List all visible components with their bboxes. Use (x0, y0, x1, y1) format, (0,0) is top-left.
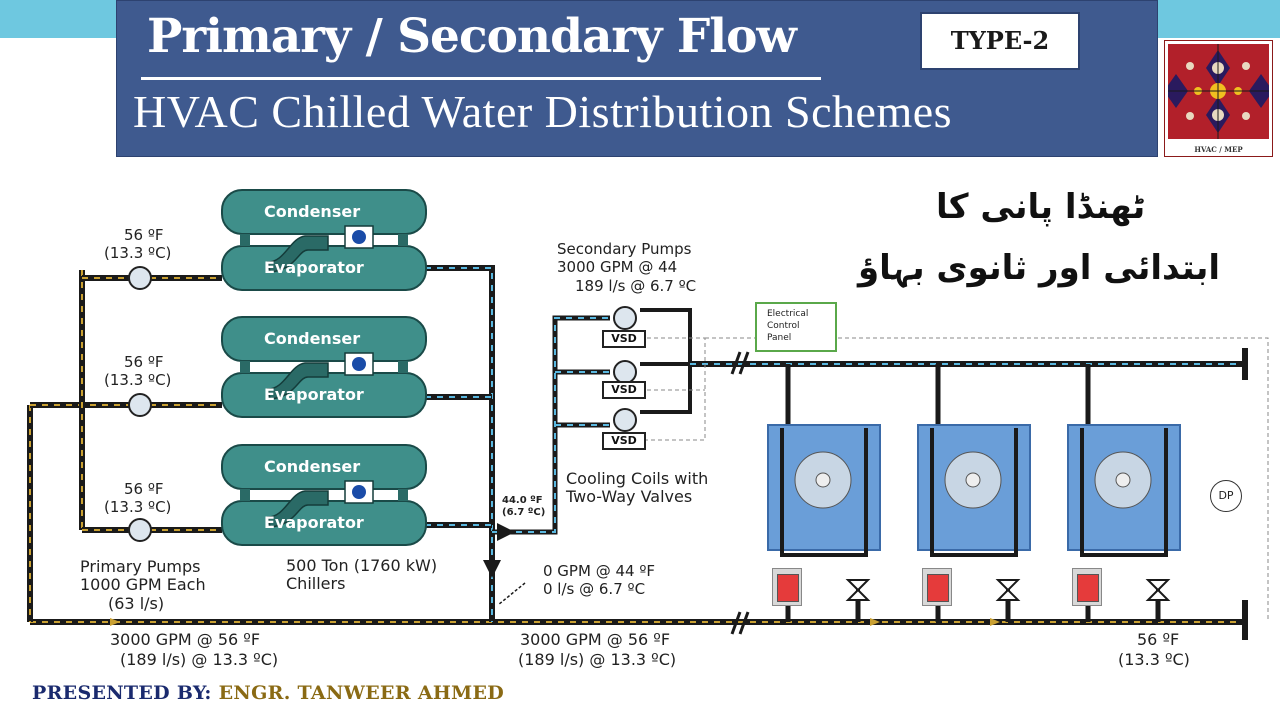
chiller-3-temp-c: (13.3 ºC) (104, 498, 172, 516)
chiller-2-temp-f: 56 ºF (124, 353, 164, 371)
page-title: Primary / Secondary Flow (147, 9, 797, 64)
chiller-3-evaporator-label: Evaporator (264, 513, 364, 532)
return-right-temp-c: (13.3 ºC) (1118, 650, 1190, 669)
thermostat-icon (1072, 568, 1102, 606)
cooling-coils-label: Cooling Coils with (566, 469, 709, 488)
presenter-name: ENGR. TANWEER AHMED (218, 682, 505, 704)
urdu-title-line-1: ٹھنڈا پانی کا (936, 187, 1146, 227)
primary-pumps-flow: 1000 GPM Each (80, 575, 206, 594)
supply-pipe (425, 265, 1248, 635)
cooling-coils-valves-label: Two-Way Valves (566, 487, 693, 506)
ecp-line-1: Electrical (767, 309, 809, 319)
logo-pattern-icon (1168, 44, 1269, 139)
return-right-temp-f: 56 ºF (1137, 630, 1180, 649)
secondary-pump-icons (613, 306, 637, 432)
chiller-2-evaporator-label: Evaporator (264, 385, 364, 404)
type-badge: TYPE-2 (920, 12, 1080, 70)
accent-bar-left (0, 0, 120, 38)
vsd-1: VSD (602, 330, 646, 348)
supply-temp-c: (6.7 ºC) (502, 507, 546, 518)
primary-pumps-metric: (63 l/s) (108, 594, 165, 613)
chiller-2 (221, 316, 427, 418)
cooling-coil-2 (917, 424, 1031, 622)
thermostat-icon (922, 568, 952, 606)
vsd-3: VSD (602, 432, 646, 450)
chiller-2-temp-c: (13.3 ºC) (104, 371, 172, 389)
chiller-1 (221, 189, 427, 291)
secondary-pumps-metric: 189 l/s @ 6.7 ºC (575, 277, 697, 295)
page-subtitle: HVAC Chilled Water Distribution Schemes (133, 86, 953, 137)
logo: HVAC / MEP (1164, 40, 1273, 157)
supply-temp-f: 44.0 ºF (502, 495, 543, 506)
urdu-title-line-2: ابتدائی اور ثانوی بہاؤ (858, 248, 1220, 288)
chiller-3-temp-f: 56 ºF (124, 480, 164, 498)
electrical-control-panel: Electrical Control Panel (755, 302, 837, 352)
control-wiring (640, 337, 1269, 622)
return-left-us: 3000 GPM @ 56 ºF (110, 630, 261, 649)
chillers-capacity: 500 Ton (1760 kW) (286, 556, 438, 575)
chiller-3 (221, 444, 427, 546)
cooling-coil-1 (767, 424, 881, 622)
chiller-1-condenser-label: Condenser (264, 202, 361, 221)
bypass-flow-us: 0 GPM @ 44 ºF (543, 562, 656, 580)
ecp-line-3: Panel (767, 333, 792, 343)
return-mid-us: 3000 GPM @ 56 ºF (520, 630, 671, 649)
logo-caption: HVAC / MEP (1194, 145, 1243, 154)
bypass-flow-metric: 0 l/s @ 6.7 ºC (543, 580, 646, 598)
return-left-metric: (189 l/s) @ 13.3 ºC) (120, 650, 279, 669)
presented-by-label: PRESENTED BY: (32, 682, 212, 704)
presenter-credit: PRESENTED BY: ENGR. TANWEER AHMED (32, 682, 504, 704)
secondary-pumps-label: Secondary Pumps (557, 240, 692, 258)
return-mid-metric: (189 l/s) @ 13.3 ºC) (518, 650, 677, 669)
chiller-1-temp-c: (13.3 ºC) (104, 244, 172, 262)
primary-pumps-label: Primary Pumps (80, 557, 201, 576)
title-underline (141, 77, 821, 80)
accent-bar-right (1155, 0, 1280, 38)
chiller-1-evaporator-label: Evaporator (264, 258, 364, 277)
bypass-pointer (497, 582, 526, 606)
vsd-2: VSD (602, 381, 646, 399)
secondary-pumps-flow: 3000 GPM @ 44 (557, 258, 678, 276)
chillers-label: Chillers (286, 574, 346, 593)
title-banner: Primary / Secondary Flow HVAC Chilled Wa… (116, 0, 1158, 157)
differential-pressure-sensor: DP (1210, 480, 1242, 512)
thermostat-icon (772, 568, 802, 606)
cooling-coil-3 (1067, 424, 1181, 622)
chiller-1-temp-f: 56 ºF (124, 226, 164, 244)
chiller-3-condenser-label: Condenser (264, 457, 361, 476)
primary-pump-icons (128, 266, 152, 542)
chiller-2-condenser-label: Condenser (264, 329, 361, 348)
ecp-line-2: Control (767, 321, 800, 331)
